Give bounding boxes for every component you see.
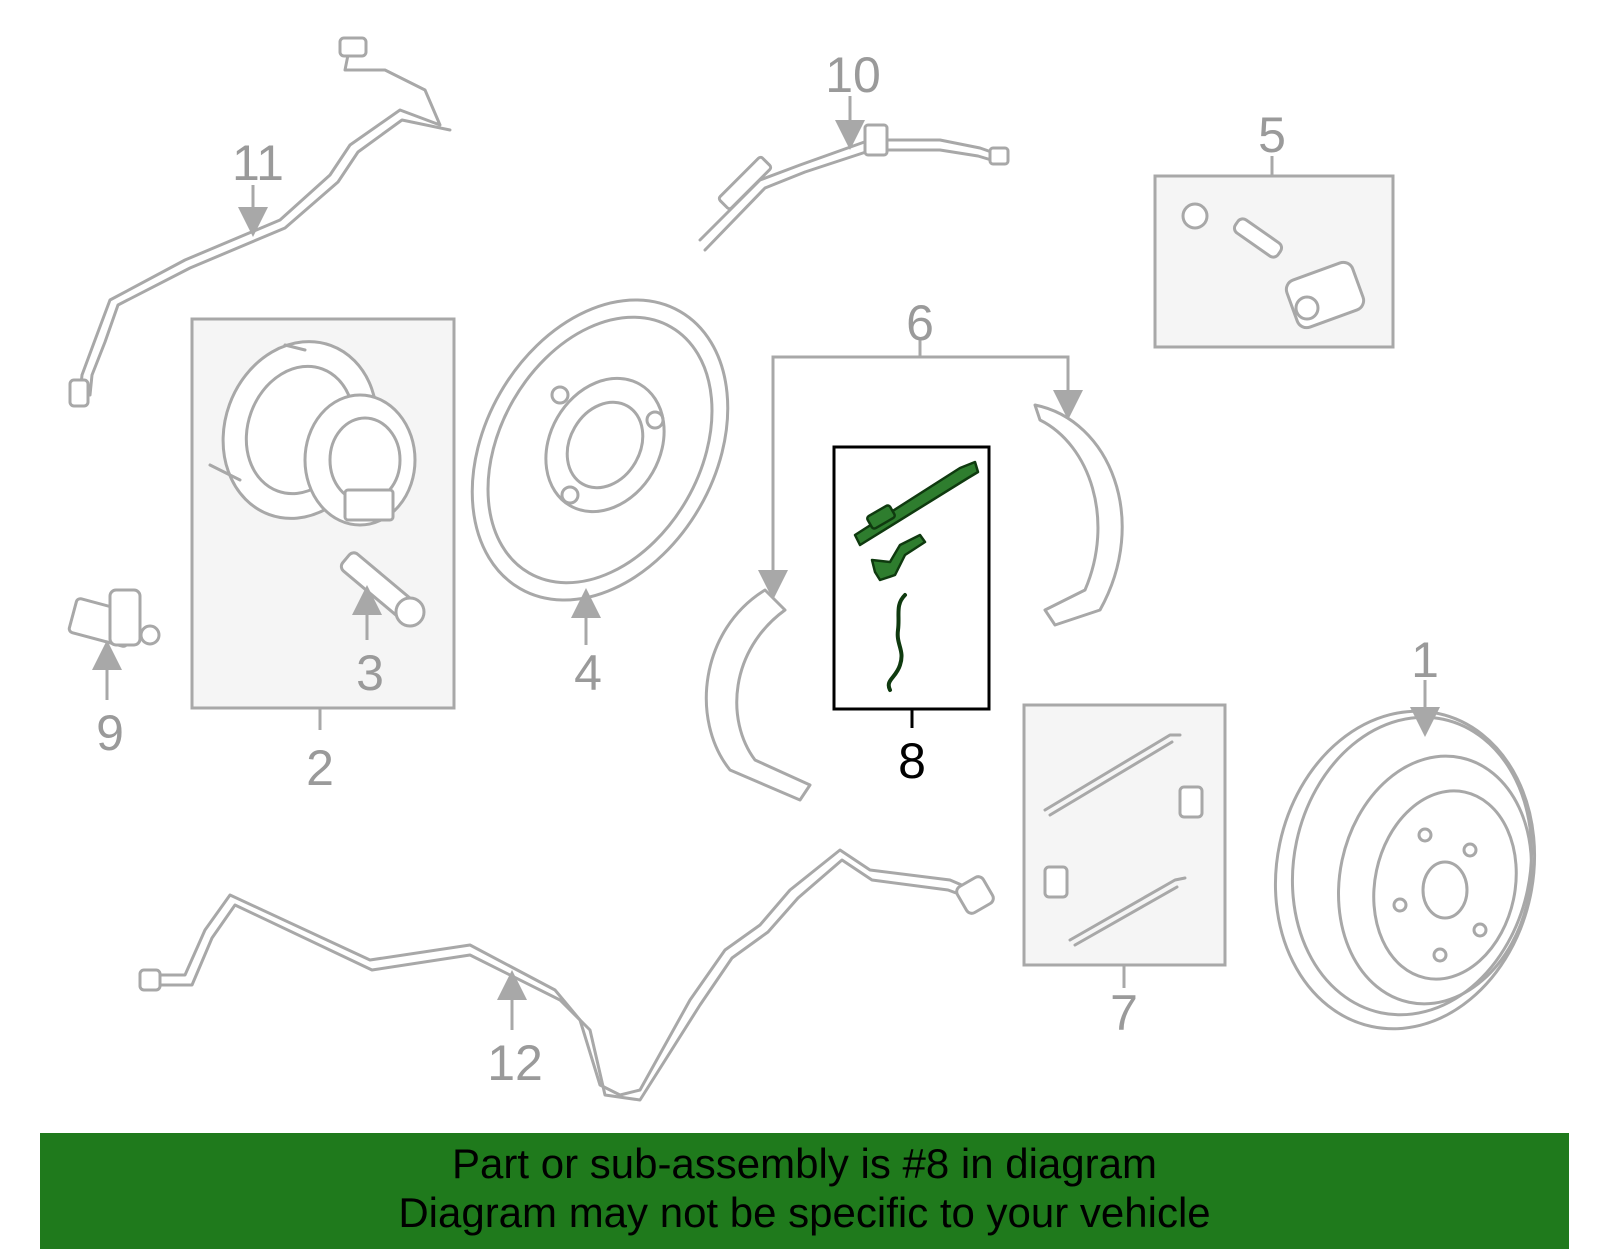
callout-1: 1 — [1411, 632, 1439, 688]
callout-2: 2 — [306, 740, 334, 796]
callout-11: 11 — [232, 135, 284, 191]
callout-12: 12 — [487, 1035, 543, 1091]
banner-text: Part or sub-assembly is #8 in diagram Di… — [40, 1139, 1569, 1237]
callout-9: 9 — [96, 705, 124, 761]
sensor-cable-10[interactable] — [698, 123, 1010, 252]
callout-10: 10 — [825, 47, 881, 103]
adjuster-spring — [886, 593, 907, 692]
callout-4: 4 — [574, 645, 602, 701]
adjuster-strut — [853, 460, 980, 547]
hardware-kit-7[interactable] — [1022, 703, 1227, 967]
brake-line-12[interactable] — [138, 848, 995, 1102]
info-banner: Part or sub-assembly is #8 in diagram Di… — [40, 1133, 1569, 1249]
brake-shoe-set-6[interactable] — [704, 403, 1124, 802]
wheel-cylinder-kit-5[interactable] — [1153, 174, 1395, 349]
callout-6: 6 — [906, 295, 934, 351]
callout-5: 5 — [1258, 107, 1286, 163]
banner-line-2: Diagram may not be specific to your vehi… — [398, 1189, 1211, 1236]
backing-plate-4[interactable] — [420, 254, 779, 646]
callout-8: 8 — [898, 733, 926, 789]
callout-3: 3 — [356, 645, 384, 701]
adjuster-kit-box — [832, 445, 991, 711]
abs-sensor-9[interactable] — [67, 588, 161, 648]
adjuster-kit-8[interactable] — [832, 445, 991, 711]
brake-drum-1[interactable] — [1247, 687, 1564, 1053]
callout-7: 7 — [1110, 985, 1138, 1041]
brake-line-11[interactable] — [68, 36, 452, 408]
hub-assembly-2[interactable] — [190, 317, 456, 710]
adjuster-nut — [866, 504, 896, 530]
banner-line-1: Part or sub-assembly is #8 in diagram — [452, 1140, 1157, 1187]
adjuster-lever — [870, 533, 927, 582]
